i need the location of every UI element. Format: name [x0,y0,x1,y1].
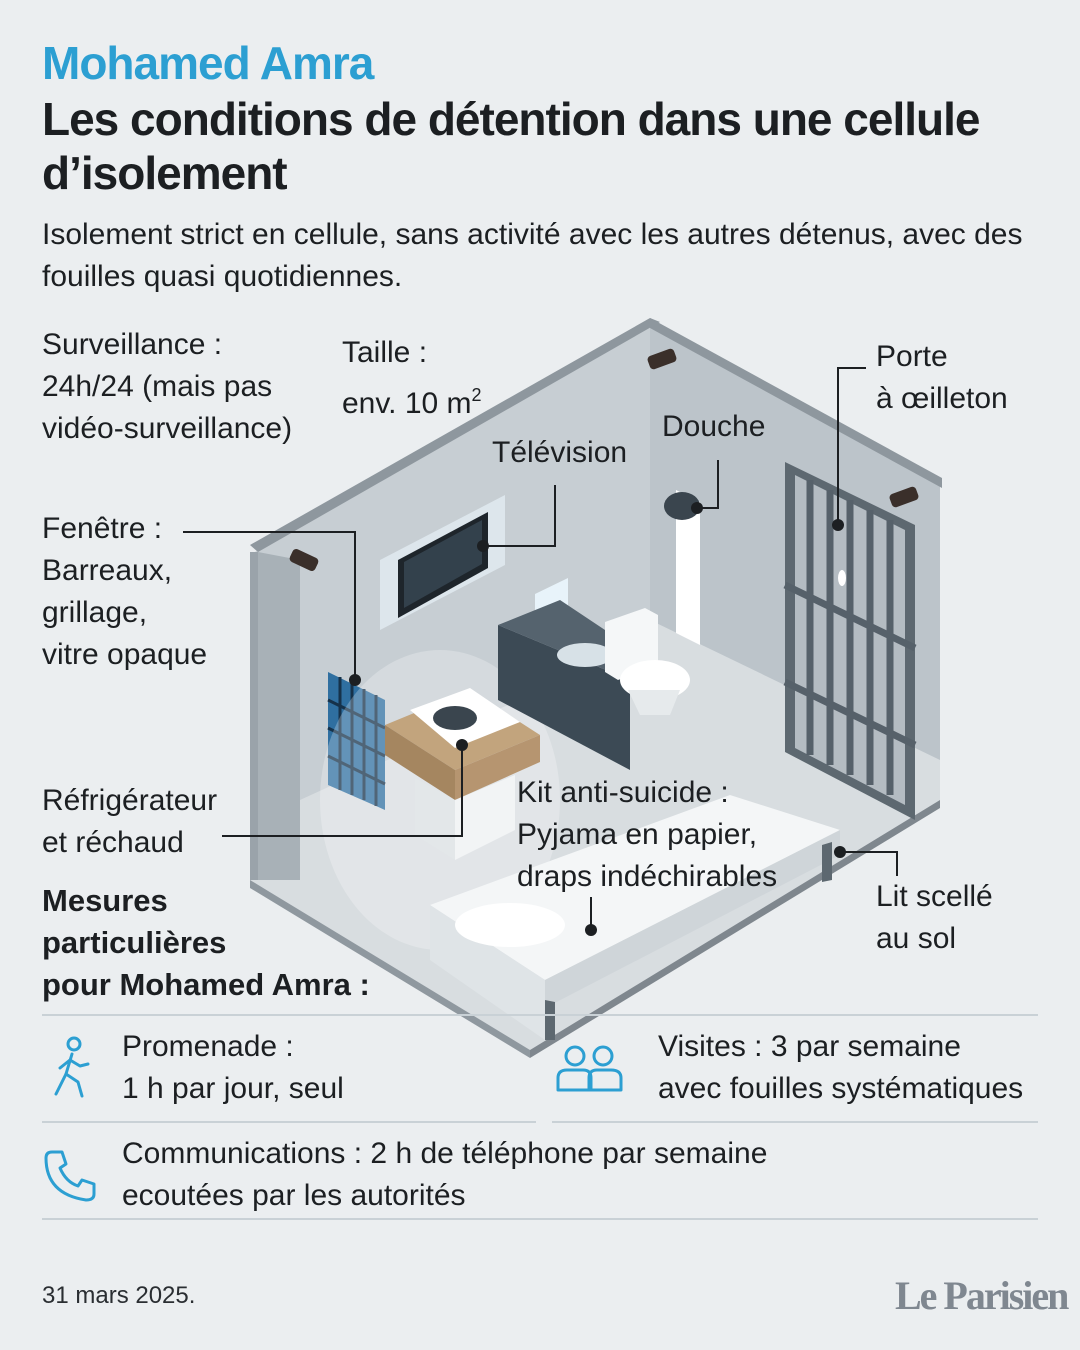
door-label: Porte à œilleton [876,340,1008,415]
divider [552,1121,1038,1123]
cell-door [783,462,917,820]
communications-measure: Communications : 2 h de téléphone par se… [122,1137,768,1212]
television [380,495,505,630]
anti-suicide-kit-label: Kit anti-suicide : Pyjama en papier, dra… [517,776,778,893]
walk-measure: Promenade : 1 h par jour, seul [122,1030,344,1105]
kicker: Mohamed Amra [42,37,374,89]
window-label: Fenêtre : Barreaux, grillage, vitre opaq… [42,512,208,671]
divider [42,1218,1038,1220]
window [327,672,386,810]
bed [430,795,840,1040]
phone-icon [44,1150,96,1202]
divider [42,1014,1038,1016]
front-left-wall [258,552,300,880]
television-label: Télévision [492,436,628,469]
measures-title: Mesures particulières pour Mohamed Amra … [42,883,370,1002]
publication-date: 31 mars 2025. [42,1282,196,1309]
fridge-label: Réfrigérateur et réchaud [42,784,218,859]
subtitle: Isolement strict en cellule, sans activi… [42,218,1023,293]
people-icon [556,1045,623,1092]
toilet [605,608,690,715]
sink [498,600,630,770]
walking-person-icon [54,1036,90,1098]
divider [42,1121,536,1123]
bed-label: Lit scellé au sol [876,880,993,955]
surveillance-label: Surveillance : 24h/24 (mais pas vidéo-su… [42,328,293,445]
leader-lines [183,367,898,930]
leader-dots [349,502,846,936]
kitchenette [385,688,540,860]
le-parisien-logo: Le Parisien [895,1273,1069,1318]
visits-measure: Visites : 3 par semaine avec fouilles sy… [658,1030,1024,1105]
page-title: Les conditions de détention dans une cel… [42,93,980,199]
shower-label: Douche [662,410,766,443]
surveillance-cameras [289,348,919,571]
size-label: Taille : env. 10 m2 [342,336,482,420]
shower [664,490,700,645]
